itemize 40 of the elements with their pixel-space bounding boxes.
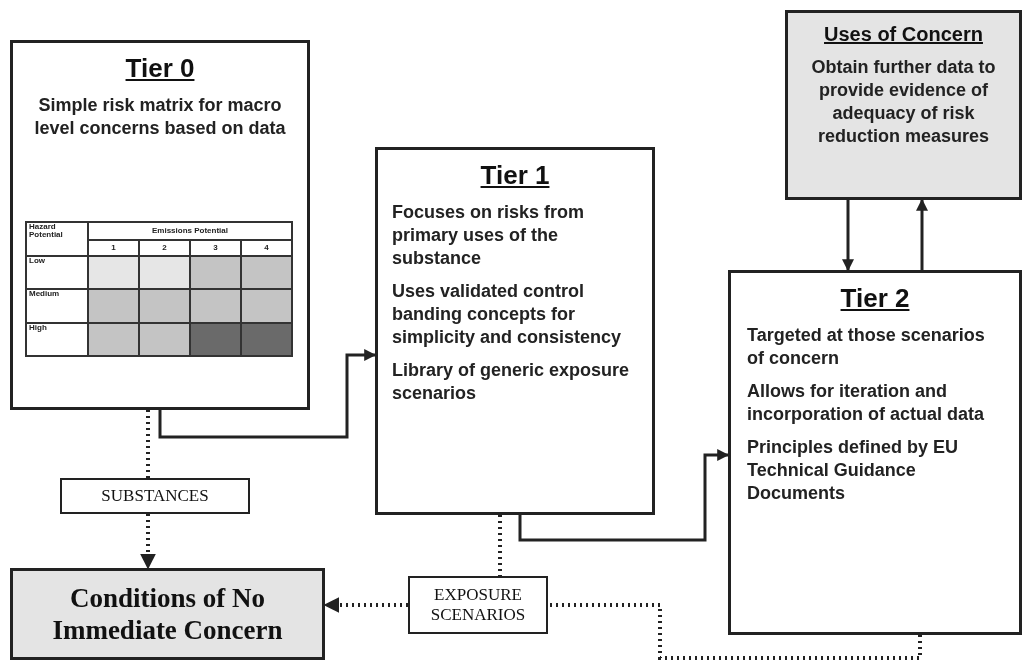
row-label: High: [27, 323, 87, 355]
outcome-text: Conditions of No Immediate Concern: [51, 581, 284, 647]
tier-box: [375, 147, 655, 515]
description-text: Targeted at those scenarios of concern: [747, 324, 986, 371]
tier-box: [728, 270, 1022, 635]
connector-line: [548, 603, 922, 660]
description-text: Obtain further data to provide evidence of adequacy of risk reduction measures: [810, 56, 997, 149]
column-number: 3: [191, 241, 240, 255]
tier-heading: Tier 1: [479, 160, 551, 191]
description-text: Uses validated control banding concepts for simplicity and consistency: [392, 280, 623, 350]
label-text: EXPOSURE SCENARIOS: [429, 584, 527, 626]
tier-heading: Tier 2: [839, 283, 911, 314]
tier-heading: Tier 0: [124, 53, 196, 84]
row-label: Low: [27, 257, 87, 289]
connector-line: [146, 410, 150, 478]
arrow: [518, 449, 730, 542]
label-box: [408, 576, 548, 634]
description-text: Simple risk matrix for macro level concerns based on data: [33, 94, 287, 141]
box-heading: Uses of Concern: [823, 23, 984, 46]
column-number: 2: [140, 241, 189, 255]
description-text: Focuses on risks from primary uses of the substance: [392, 201, 586, 271]
table-header: Emissions Potential: [89, 223, 291, 239]
arrow: [323, 597, 408, 613]
outcome-box: [10, 568, 325, 660]
arrow: [158, 349, 377, 439]
description-text: Allows for iteration and incorporation of actual data: [747, 380, 986, 427]
connector-line: [498, 515, 502, 576]
arrow: [916, 198, 928, 270]
description-text: Principles defined by EU Technical Guidance Documents: [747, 436, 960, 506]
column-number: 4: [242, 241, 291, 255]
table-header: Hazard Potential: [27, 223, 87, 255]
tier-box: [10, 40, 310, 410]
column-number: 1: [89, 241, 138, 255]
row-label: Medium: [27, 290, 87, 322]
arrow: [842, 200, 854, 272]
arrow: [140, 514, 156, 570]
label-box: [60, 478, 250, 514]
label-text: SUBSTANCES: [101, 485, 209, 507]
uses-box: [785, 10, 1022, 200]
description-text: Library of generic exposure scenarios: [392, 359, 631, 406]
